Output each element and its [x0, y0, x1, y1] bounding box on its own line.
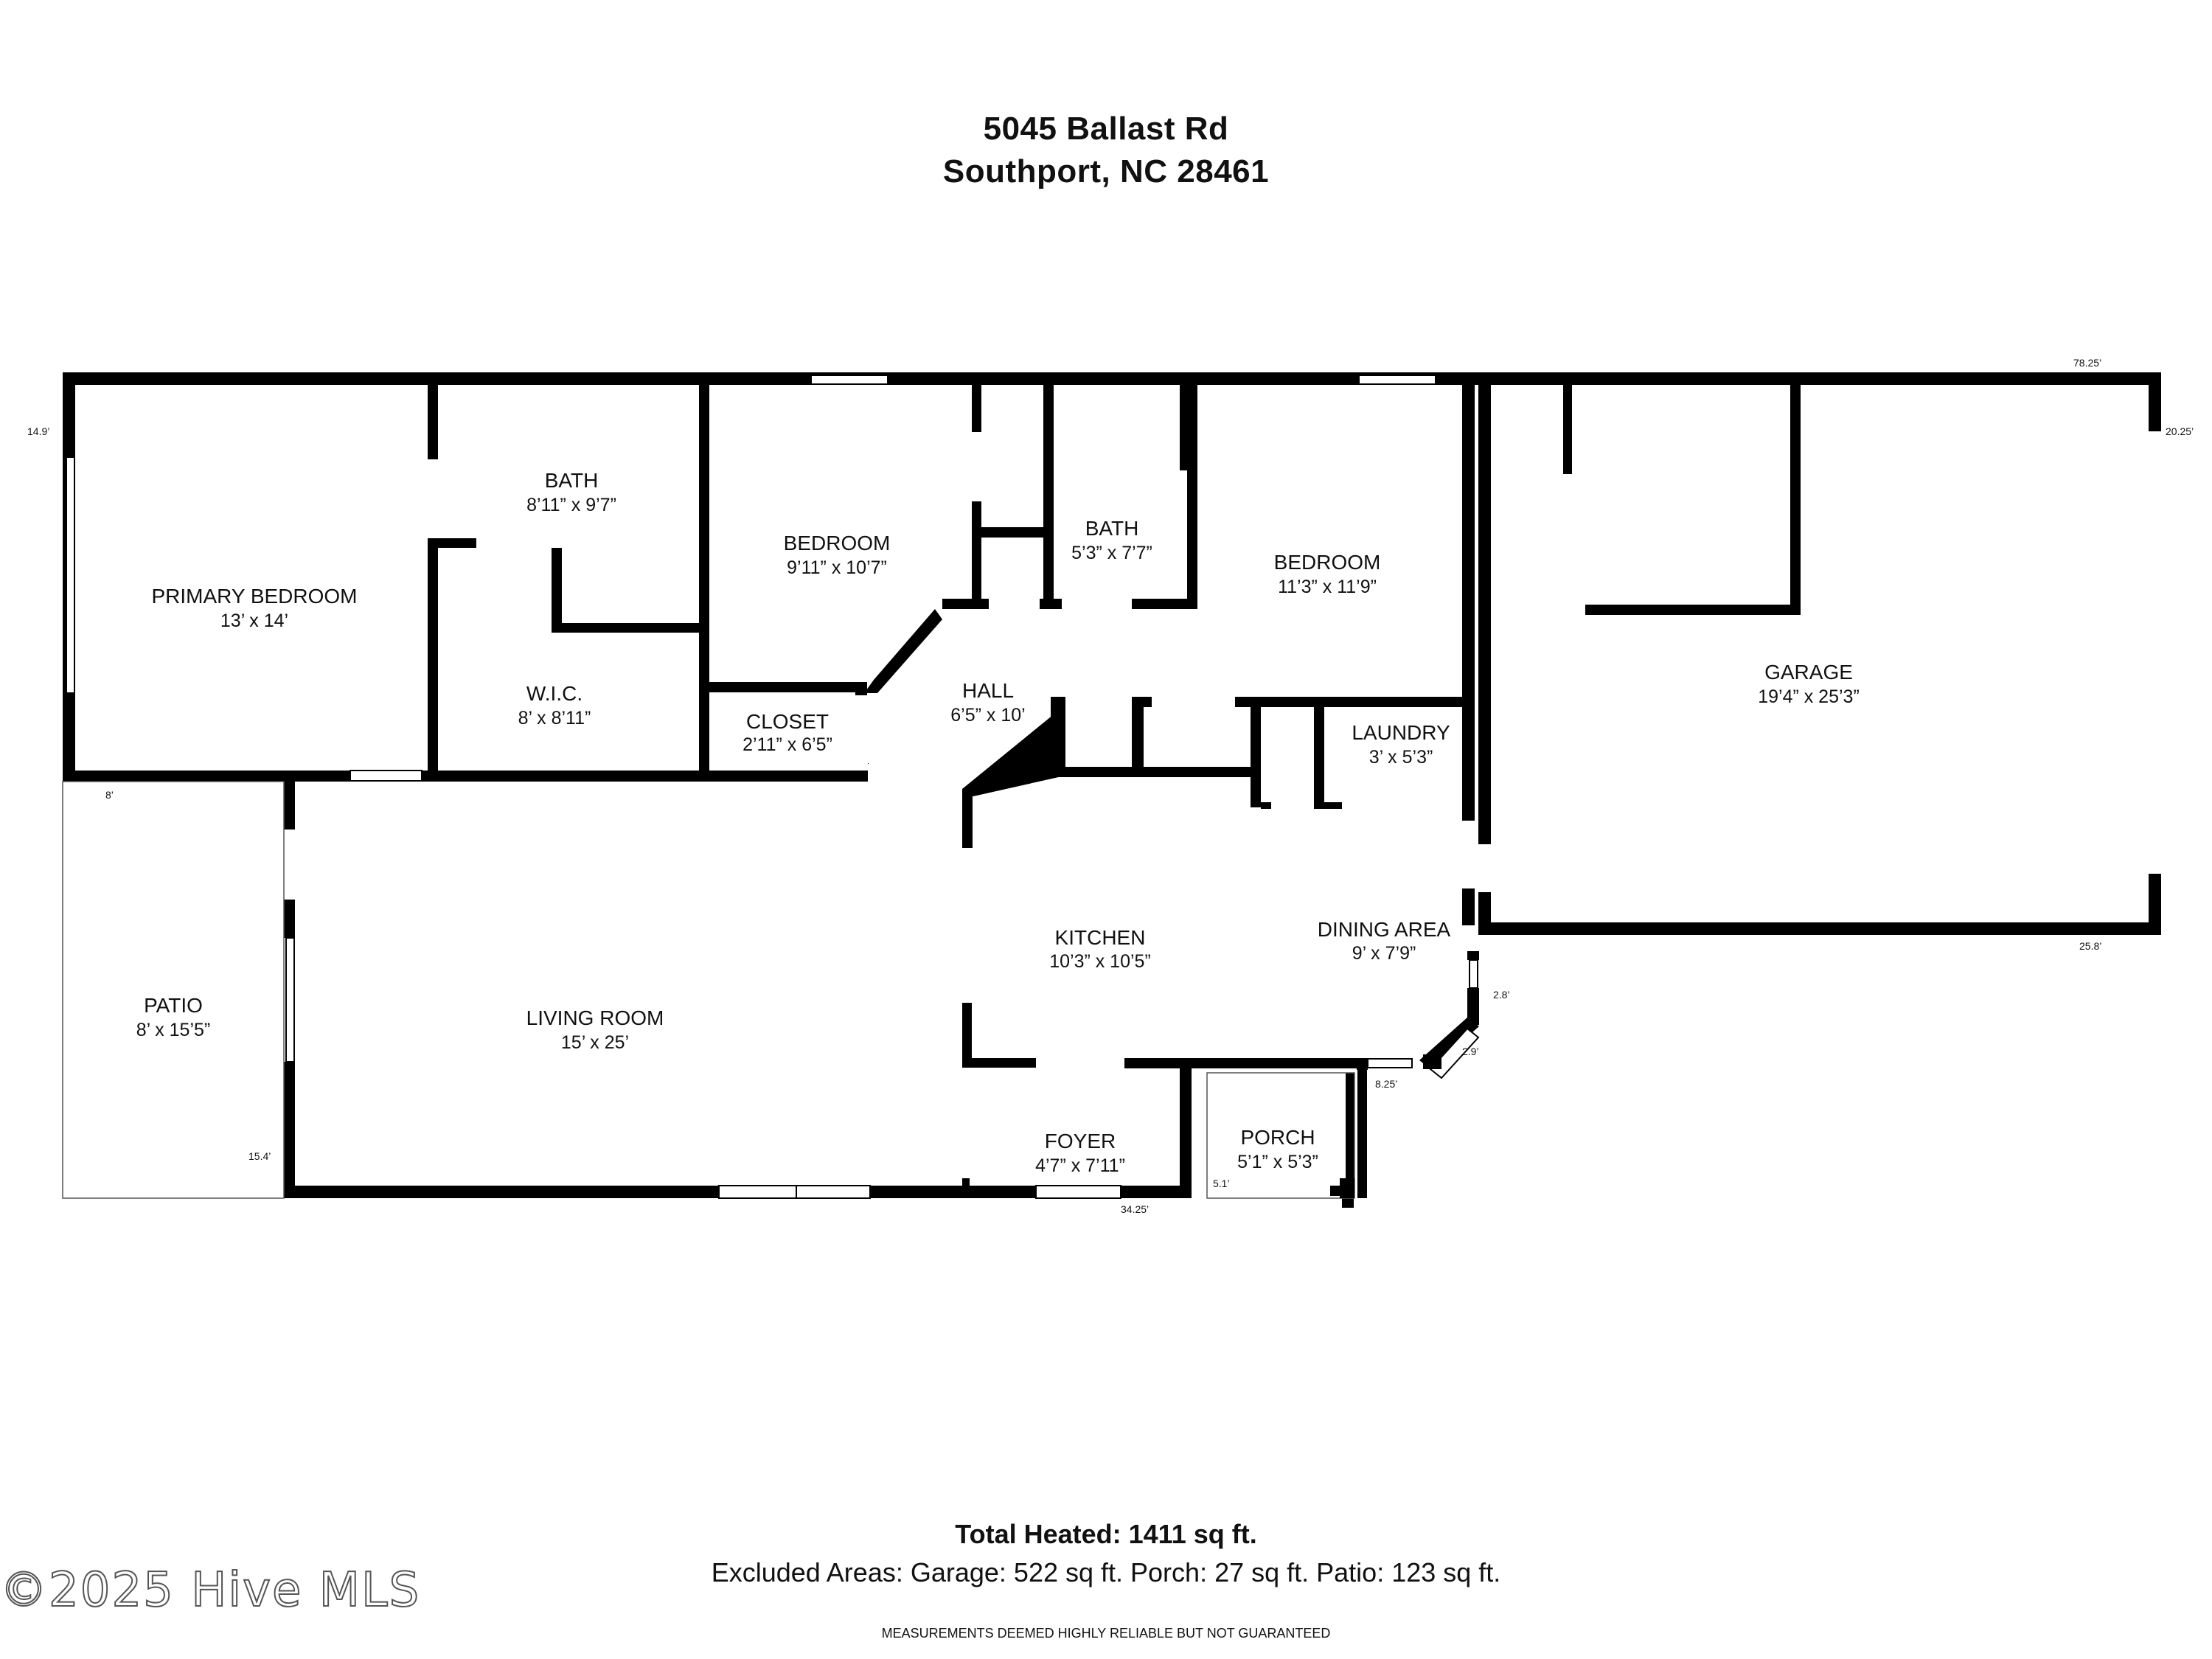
measure-garage-depth: 20.25’: [2166, 425, 2194, 437]
room-wic-dims: 8’ x 8’11”: [518, 708, 591, 728]
room-labels: PRIMARY BEDROOM 13’ x 14’ BATH 8’11” x 9…: [136, 469, 1860, 1176]
room-living-room-name: LIVING ROOM: [526, 1006, 664, 1029]
measure-garage-bottom: 25.8’: [2079, 940, 2101, 952]
measure-kitchen-wall: 8.25’: [1375, 1078, 1397, 1090]
room-wic-name: W.I.C.: [526, 682, 582, 705]
walls: [63, 372, 2161, 1208]
room-porch-name: PORCH: [1240, 1126, 1315, 1149]
measure-top-length: 78.25’: [2073, 357, 2101, 369]
room-bath-1-dims: 8’11” x 9’7”: [526, 495, 616, 515]
measure-left-height: 14.9’: [27, 425, 49, 437]
room-garage-dims: 19’4” x 25’3”: [1758, 686, 1860, 707]
room-bath-1-name: BATH: [545, 469, 599, 492]
watermark: ©2025 Hive MLS: [0, 1562, 421, 1618]
room-laundry-dims: 3’ x 5’3”: [1369, 747, 1433, 768]
disclaimer: MEASUREMENTS DEEMED HIGHLY RELIABLE BUT …: [881, 1626, 1331, 1641]
room-bedroom-1-dims: 9’11” x 10’7”: [787, 557, 887, 578]
room-living-room-dims: 15’ x 25’: [561, 1032, 629, 1053]
room-primary-bedroom-dims: 13’ x 14’: [220, 611, 288, 631]
window-lines: [66, 375, 1478, 1199]
room-garage-name: GARAGE: [1764, 661, 1853, 684]
room-dining-area-dims: 9’ x 7’9”: [1352, 943, 1416, 964]
measure-porch-width: 5.1’: [1213, 1178, 1230, 1189]
excluded-areas: Excluded Areas: Garage: 522 sq ft. Porch…: [711, 1557, 1501, 1587]
porch-outline: [1206, 1072, 1355, 1199]
room-porch-dims: 5’1” x 5’3”: [1237, 1152, 1318, 1172]
room-kitchen-name: KITCHEN: [1055, 926, 1146, 949]
measure-bay-2: 2.9’: [1462, 1046, 1479, 1057]
room-dining-area-name: DINING AREA: [1318, 918, 1451, 941]
room-bath-2-name: BATH: [1085, 517, 1139, 540]
measure-bay-1: 2.8’: [1493, 989, 1510, 1001]
room-patio-name: PATIO: [144, 994, 203, 1017]
room-bath-2-dims: 5’3” x 7’7”: [1071, 543, 1152, 563]
room-closet-name: CLOSET: [746, 710, 829, 733]
room-bedroom-2-name: BEDROOM: [1274, 551, 1381, 574]
address-line-2: Southport, NC 28461: [942, 153, 1270, 189]
room-primary-bedroom-name: PRIMARY BEDROOM: [151, 585, 357, 608]
room-foyer-dims: 4’7” x 7’11”: [1035, 1155, 1125, 1176]
room-hall-name: HALL: [962, 679, 1014, 702]
patio-outline: [62, 781, 285, 1199]
room-foyer-name: FOYER: [1045, 1130, 1116, 1152]
total-heated: Total Heated: 1411 sq ft.: [955, 1519, 1257, 1549]
measurement-labels: 78.25’ 14.9’ 20.25’ 8’ 25.8’ 2.8’ 2.9’ 8…: [27, 357, 2194, 1215]
room-closet-dims: 2’11” x 6’5”: [742, 734, 832, 755]
measure-patio-height: 15.4’: [248, 1150, 271, 1162]
room-kitchen-dims: 10’3” x 10’5”: [1049, 951, 1151, 972]
room-bedroom-2-dims: 11’3” x 11’9”: [1278, 577, 1377, 597]
address-line-1: 5045 Ballast Rd: [983, 111, 1229, 147]
room-hall-dims: 6’5” x 10’: [950, 705, 1025, 726]
measure-patio-width: 8’: [105, 789, 114, 801]
measure-front-length: 34.25’: [1121, 1203, 1149, 1215]
room-patio-dims: 8’ x 15’5”: [136, 1020, 211, 1040]
room-bedroom-1-name: BEDROOM: [784, 532, 891, 554]
room-laundry-name: LAUNDRY: [1352, 721, 1450, 744]
